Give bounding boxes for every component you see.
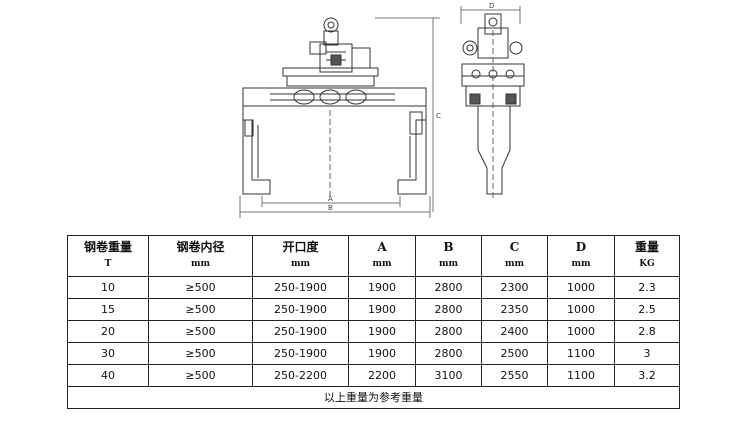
cell: 2550 <box>481 364 548 387</box>
cell: 1100 <box>547 342 615 365</box>
dim-label-b: B <box>328 204 333 212</box>
front-view <box>239 17 440 218</box>
cell: 1900 <box>348 298 416 321</box>
cell: 1000 <box>547 298 615 321</box>
cell: ≥500 <box>148 276 253 299</box>
cell: 250-2200 <box>252 364 349 387</box>
cell: 3100 <box>415 364 482 387</box>
dim-label-d: D <box>489 2 494 10</box>
cell: 1900 <box>348 276 416 299</box>
cell: 30 <box>67 342 149 365</box>
cell: 2800 <box>415 342 482 365</box>
cell: 1900 <box>348 320 416 343</box>
cell: 2.8 <box>614 320 680 343</box>
dim-label-c: C <box>436 112 441 120</box>
cell: ≥500 <box>148 320 253 343</box>
technical-drawing: A B C D <box>239 2 525 218</box>
cell: 3.2 <box>614 364 680 387</box>
cell: 10 <box>67 276 149 299</box>
cell: ≥500 <box>148 364 253 387</box>
reference-weight-note: 以上重量为参考重量 <box>67 386 680 409</box>
cell: ≥500 <box>148 342 253 365</box>
cell: 2.3 <box>614 276 680 299</box>
note-row: 以上重量为参考重量 <box>67 386 680 409</box>
cell: 2350 <box>481 298 548 321</box>
cell: 2.5 <box>614 298 680 321</box>
cell: 40 <box>67 364 149 387</box>
cell: 250-1900 <box>252 298 349 321</box>
cell: 2800 <box>415 276 482 299</box>
cell: 250-1900 <box>252 342 349 365</box>
cell: 15 <box>67 298 149 321</box>
cell: 250-1900 <box>252 276 349 299</box>
cell: 2500 <box>481 342 548 365</box>
side-view <box>460 6 525 200</box>
cell: 2800 <box>415 298 482 321</box>
cell: 1900 <box>348 342 416 365</box>
cell: ≥500 <box>148 298 253 321</box>
cell: 2800 <box>415 320 482 343</box>
cell: 1000 <box>547 276 615 299</box>
cell: 1000 <box>547 320 615 343</box>
dim-label-a: A <box>328 195 333 203</box>
cell: 2200 <box>348 364 416 387</box>
cell: 2300 <box>481 276 548 299</box>
cell: 250-1900 <box>252 320 349 343</box>
cell: 1100 <box>547 364 615 387</box>
cell: 20 <box>67 320 149 343</box>
cell: 2400 <box>481 320 548 343</box>
cell: 3 <box>614 342 680 365</box>
